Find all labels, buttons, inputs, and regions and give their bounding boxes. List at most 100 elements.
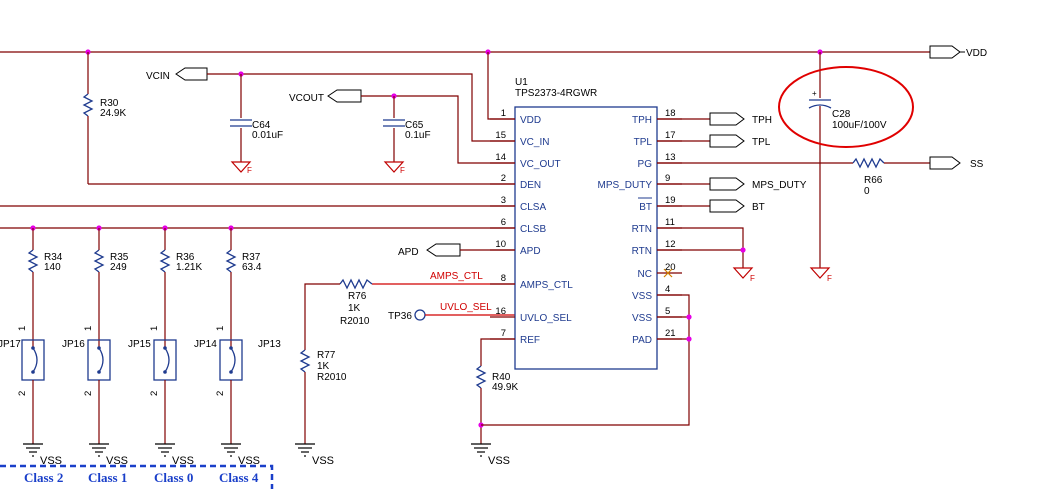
class-4-label: Class 4 (219, 470, 259, 485)
class-2-label: Class 2 (24, 470, 63, 485)
r66-value: 0 (864, 186, 870, 197)
jumper-ref: JP14 (194, 339, 217, 350)
ic-pin-name: BT (639, 202, 652, 213)
r76-package: R2010 (340, 316, 370, 327)
c64-ref: C64 (252, 120, 271, 131)
vss-ground-icon: VSS (221, 443, 260, 467)
ic-pin-name: MPS_DUTY (598, 180, 653, 191)
c28-ref: C28 (832, 109, 851, 120)
c65-value: 0.1uF (405, 130, 431, 141)
svg-text:F: F (827, 274, 832, 283)
jumper-ref: JP15 (128, 339, 151, 350)
jumper-ref: JP16 (62, 339, 85, 350)
r77-value: 1K (317, 361, 330, 372)
ic-pin-number: 12 (665, 239, 676, 250)
jumper-pin2: 2 (215, 391, 226, 396)
vdd-label: VDD (966, 48, 987, 59)
r37-ref: R37 (242, 252, 261, 263)
ic-pin-name: TPL (634, 137, 653, 148)
class-0-label: Class 0 (154, 470, 193, 485)
r37-value: 63.4 (242, 262, 262, 273)
r77-package: R2010 (317, 372, 347, 383)
mps-duty-port-icon (709, 177, 745, 191)
svg-text:+: + (812, 89, 817, 98)
svg-text:F: F (750, 274, 755, 283)
vcin-label: VCIN (146, 71, 170, 82)
ic-pin-number: 2 (501, 173, 506, 184)
vdd-rail: VDD (0, 45, 987, 59)
ic-pin-name: REF (520, 335, 540, 346)
ground-icon (809, 267, 831, 279)
r34-value: 140 (44, 262, 61, 273)
vcout-net: VCOUT F C65 0.1uF (289, 89, 515, 175)
jumper-pin2: 2 (83, 391, 94, 396)
vss-label: VSS (40, 455, 62, 467)
ic-pin-name: CLSA (520, 202, 546, 213)
jumper-pin1: 1 (149, 326, 160, 331)
jumper-jp13: JP13 (258, 339, 281, 350)
vss-label: VSS (488, 455, 510, 467)
resistor-r77: R77 1K R2010 (299, 349, 347, 444)
r35-value: 249 (110, 262, 127, 273)
amps-ctl-label: AMPS_CTL (430, 271, 483, 282)
ic-pin-name: DEN (520, 180, 541, 191)
class-resistor-r34: R34 140 (27, 225, 63, 348)
ic-pin-name: RTN (632, 224, 652, 235)
ic-pin-number: 11 (665, 217, 675, 228)
c64-value: 0.01uF (252, 130, 283, 141)
vss-label: VSS (312, 455, 334, 467)
vss-ground-icon: VSS (23, 443, 62, 467)
ic-pin-name: UVLO_SEL (520, 313, 572, 324)
ic-pin-number: 7 (501, 328, 506, 339)
apd-port-icon (426, 243, 461, 257)
ic-pin-name: PAD (632, 335, 652, 346)
tph-port-icon (709, 112, 745, 126)
r77-ref: R77 (317, 350, 336, 361)
vcin-port-icon (175, 67, 208, 81)
uvlo-sel-net: TP36 UVLO_SEL (388, 302, 515, 322)
ic-pin-name: VSS (632, 291, 652, 302)
ic-pin-name: VDD (520, 115, 541, 126)
ic-pin-number: 13 (665, 152, 676, 163)
ic-pin-name: APD (520, 246, 541, 257)
vss-label: VSS (238, 455, 260, 467)
vss-label: VSS (106, 455, 128, 467)
ic-pin-number: 21 (665, 328, 676, 339)
resistor-r40: R40 49.9K (475, 338, 518, 444)
ic-pin-number: 10 (495, 239, 506, 250)
jumper-jp16: 1 2 JP16 (62, 326, 111, 444)
u1-part: TPS2373-4RGWR (515, 88, 597, 99)
jumper-ref: JP13 (258, 339, 281, 350)
vdd-port-icon (929, 45, 961, 59)
class-1-label: Class 1 (88, 470, 127, 485)
resistor-r30: R30 24.9K (82, 52, 126, 184)
ic-pin-number: 4 (665, 284, 670, 295)
r34-ref: R34 (44, 252, 63, 263)
ic-pin-number: 8 (501, 273, 506, 284)
ic-pin-number: 16 (495, 306, 506, 317)
ss-label: SS (970, 159, 984, 170)
jumper-pin1: 1 (83, 326, 94, 331)
ic-pin-name: VSS (632, 313, 652, 324)
ground-icon (383, 161, 405, 173)
tph-label: TPH (752, 115, 772, 126)
ic-pin-name: CLSB (520, 224, 546, 235)
vss-ground-icon: VSS (295, 443, 334, 467)
ic-pin-number: 1 (501, 108, 506, 119)
ic-pin-name: VC_IN (520, 137, 549, 148)
r36-ref: R36 (176, 252, 195, 263)
ic-pin-name: PG (638, 159, 653, 170)
jumper-pin1: 1 (17, 326, 28, 331)
ic-pin-number: 14 (495, 152, 506, 163)
ic-pin-name: VC_OUT (520, 159, 561, 170)
class-resistor-r35: R35 249 (93, 225, 129, 348)
ss-port-icon (929, 156, 961, 170)
jumper-pin1: 1 (215, 326, 226, 331)
ic-pin-name: AMPS_CTL (520, 280, 573, 291)
jumper-pin2: 2 (17, 391, 28, 396)
svg-text:F: F (247, 166, 252, 175)
ic-pin-number: 6 (501, 217, 506, 228)
bt-label: BT (752, 202, 765, 213)
